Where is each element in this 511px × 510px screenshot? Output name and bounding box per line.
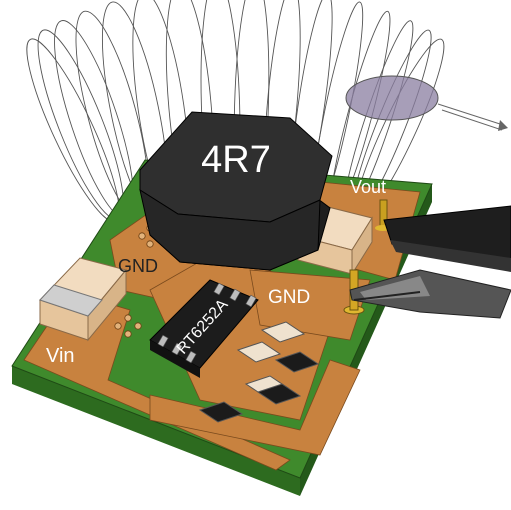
resistor-6	[198, 401, 244, 423]
label-gnd-left: GND	[118, 256, 158, 276]
via	[134, 322, 142, 330]
via	[138, 232, 146, 240]
scope-probe	[349, 205, 511, 319]
via	[124, 314, 132, 322]
inductor-side	[139, 188, 321, 271]
via	[124, 330, 132, 338]
ic-chip: RT6252A	[149, 279, 259, 378]
resistor-2	[236, 341, 282, 363]
via	[146, 240, 154, 248]
inductor-marking: 4R7	[201, 139, 271, 181]
resistor-5	[256, 383, 302, 405]
copper-gnd-right	[249, 269, 371, 341]
inductor: 4R7	[139, 111, 333, 271]
label-vout: Vout	[350, 177, 386, 197]
pcb-side-left	[12, 366, 300, 496]
ground-clip	[349, 269, 511, 319]
input-capacitor	[39, 257, 127, 342]
label-vin: Vin	[46, 345, 75, 367]
resistor-3	[274, 351, 320, 373]
via	[114, 322, 122, 330]
label-gnd-right: GND	[268, 287, 310, 308]
passive-components	[198, 321, 320, 423]
resistor-1	[260, 321, 306, 343]
flux-disc	[345, 75, 508, 131]
copper-bottom	[149, 359, 361, 456]
